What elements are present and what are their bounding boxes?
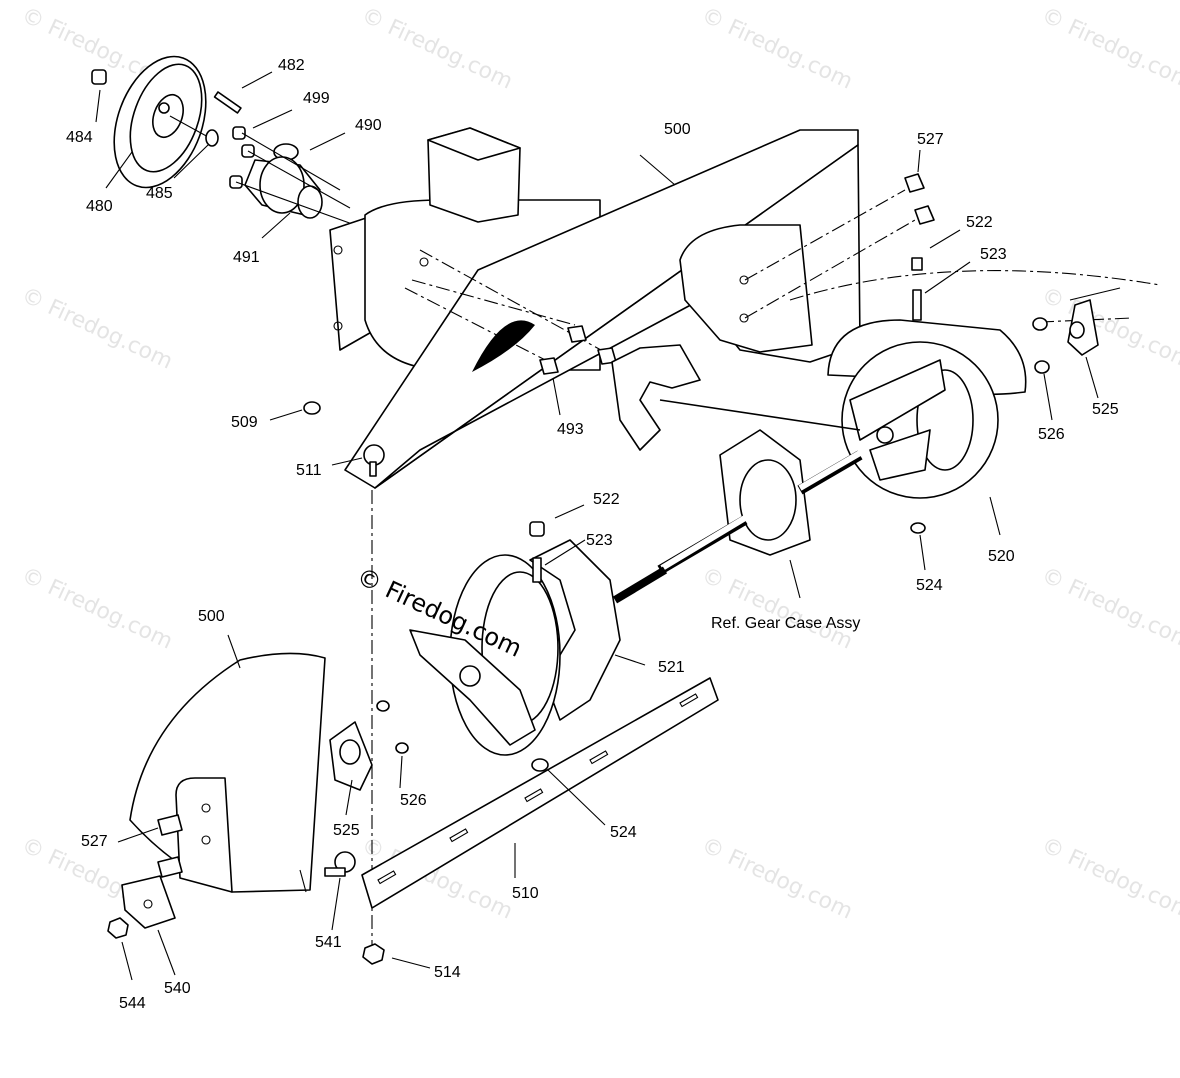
hardware-upper: [303, 173, 1050, 534]
watermark: © Firedog.com: [1037, 3, 1180, 95]
pulley: [91, 55, 211, 189]
watermark: © Firedog.com: [1037, 833, 1180, 925]
left-auger: [409, 521, 668, 772]
label-526-upper: 526: [1038, 426, 1065, 443]
watermark: © Firedog.com: [697, 563, 856, 655]
label-524-lower: 524: [610, 824, 637, 841]
watermark: © Firedog.com: [1037, 563, 1180, 655]
label-526-lower: 526: [400, 792, 427, 809]
label-490: 490: [355, 117, 382, 134]
label-493: 493: [557, 421, 584, 438]
label-485: 485: [146, 185, 173, 202]
label-524-upper: 524: [916, 577, 943, 594]
label-540: 540: [164, 980, 191, 997]
label-480: 480: [86, 198, 113, 215]
label-511: 511: [296, 462, 322, 479]
bearing-assembly: [205, 91, 356, 226]
label-521: 521: [658, 659, 685, 676]
label-520: 520: [988, 548, 1015, 565]
end-cover: [107, 652, 409, 939]
label-482: 482: [278, 57, 305, 74]
label-514: 514: [434, 964, 461, 981]
label-484: 484: [66, 129, 93, 146]
label-522-upper: 522: [966, 214, 993, 231]
leader-lines: [95, 71, 1099, 981]
label-500-upper: 500: [664, 121, 691, 138]
watermark: © Firedog.com: [17, 283, 176, 375]
label-541: 541: [315, 934, 342, 951]
label-525-lower: 525: [333, 822, 360, 839]
watermark: © Firedog.com: [1037, 283, 1180, 375]
label-525-upper: 525: [1092, 401, 1119, 418]
watermark: © Firedog.com: [17, 563, 176, 655]
label-527-upper: 527: [917, 131, 944, 148]
callout-labels: 482 499 490 484 485 480 491 500 527 522 …: [66, 57, 1119, 1012]
label-523-lower: 523: [586, 532, 613, 549]
right-auger: [611, 299, 1099, 575]
label-527-lower: 527: [81, 833, 108, 850]
label-499: 499: [303, 90, 330, 107]
label-522-lower: 522: [593, 491, 620, 508]
label-523-upper: 523: [980, 246, 1007, 263]
watermark: © Firedog.com: [697, 3, 856, 95]
watermark: © Firedog.com: [697, 833, 856, 925]
label-544: 544: [119, 995, 146, 1012]
label-ref-gear-case: Ref. Gear Case Assy: [711, 615, 860, 632]
label-500-lower: 500: [198, 608, 225, 625]
label-491: 491: [233, 249, 260, 266]
scraper-bar: [361, 677, 719, 965]
watermark: © Firedog.com: [357, 3, 516, 95]
label-510: 510: [512, 885, 539, 902]
label-509: 509: [231, 414, 258, 431]
auger-housing: [329, 127, 861, 489]
